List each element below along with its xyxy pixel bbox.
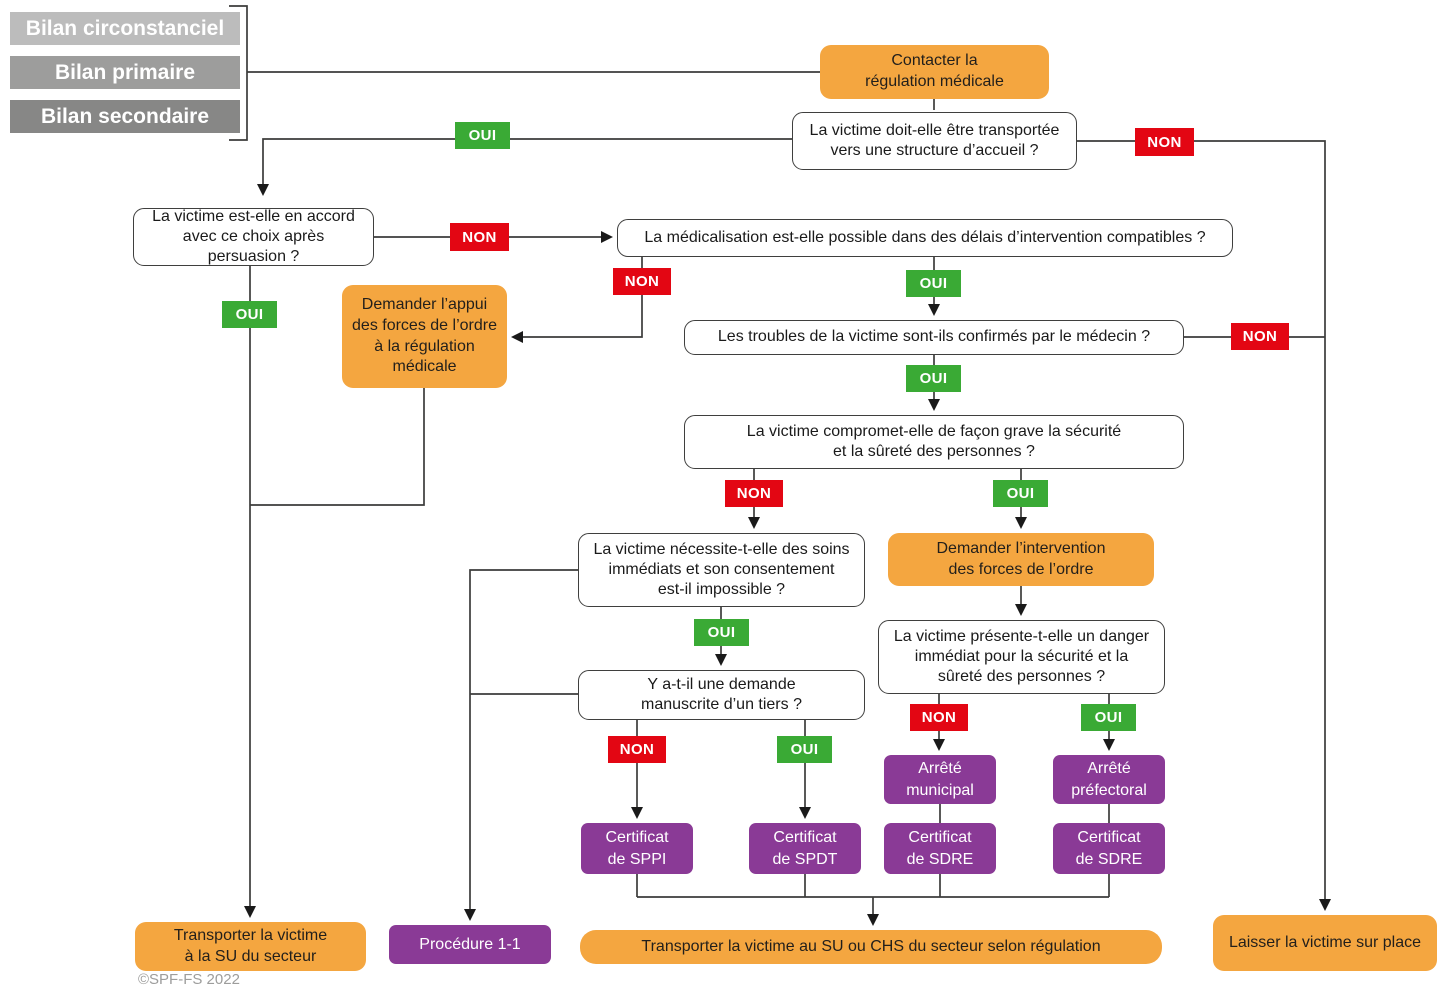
decision-transport-structure-accueil: La victime doit-elle être transportée ve… xyxy=(792,112,1077,170)
doc-certificat-sdre-municipal: Certificat de SDRE xyxy=(884,823,996,874)
badge-oui-accord: OUI xyxy=(222,301,277,328)
doc-certificat-spdt: Certificat de SPDT xyxy=(749,823,861,874)
decision-demande-manuscrite-tiers: Y a-t-il une demande manuscrite d’un tie… xyxy=(578,670,865,720)
action-contacter-regulation: Contacter la régulation médicale xyxy=(820,45,1049,99)
legend-bilan-circonstanciel: Bilan circonstanciel xyxy=(10,12,240,45)
badge-non-transport: NON xyxy=(1135,128,1194,156)
badge-non-accord: NON xyxy=(450,223,509,251)
doc-certificat-sdre-prefectoral: Certificat de SDRE xyxy=(1053,823,1165,874)
badge-oui-troubles: OUI xyxy=(906,365,961,392)
doc-certificat-sppi: Certificat de SPPI xyxy=(581,823,693,874)
badge-non-manuscrite: NON xyxy=(608,736,666,763)
action-demander-intervention-forces-ordre: Demander l’intervention des forces de l’… xyxy=(888,533,1154,586)
doc-procedure-1-1: Procédure 1-1 xyxy=(389,925,551,964)
copyright-text: ©SPF-FS 2022 xyxy=(138,971,240,988)
badge-oui-transport: OUI xyxy=(455,122,510,149)
decision-medicalisation-possible: La médicalisation est-elle possible dans… xyxy=(617,219,1233,257)
badge-oui-soins: OUI xyxy=(694,619,749,646)
doc-arrete-municipal: Arrêté municipal xyxy=(884,755,996,804)
action-transporter-su-chs-regulation: Transporter la victime au SU ou CHS du s… xyxy=(580,930,1162,964)
badge-oui-danger: OUI xyxy=(1081,704,1136,731)
decision-compromet-securite: La victime compromet-elle de façon grave… xyxy=(684,415,1184,469)
badge-oui-compromet: OUI xyxy=(993,480,1048,507)
badge-oui-manuscrite: OUI xyxy=(777,736,832,763)
badge-non-medicalisation: NON xyxy=(613,268,671,295)
doc-arrete-prefectoral: Arrêté préfectoral xyxy=(1053,755,1165,804)
badge-non-danger: NON xyxy=(910,704,968,731)
decision-soins-immediats-consentement: La victime nécessite-t-elle des soins im… xyxy=(578,533,865,607)
legend-bilan-secondaire: Bilan secondaire xyxy=(10,100,240,133)
action-demander-appui-forces-ordre: Demander l’appui des forces de l’ordre à… xyxy=(342,285,507,388)
decision-troubles-confirmes-medecin: Les troubles de la victime sont-ils conf… xyxy=(684,320,1184,355)
action-laisser-victime-sur-place: Laisser la victime sur place xyxy=(1213,915,1437,971)
action-transporter-su-secteur: Transporter la victime à la SU du secteu… xyxy=(135,922,366,971)
legend-bilan-primaire: Bilan primaire xyxy=(10,56,240,89)
badge-oui-medicalisation: OUI xyxy=(906,270,961,297)
badge-non-troubles: NON xyxy=(1231,323,1289,350)
badge-non-compromet: NON xyxy=(725,480,783,507)
decision-accord-apres-persuasion: La victime est-elle en accord avec ce ch… xyxy=(133,208,374,266)
decision-danger-immediat: La victime présente-t-elle un danger imm… xyxy=(878,620,1165,694)
